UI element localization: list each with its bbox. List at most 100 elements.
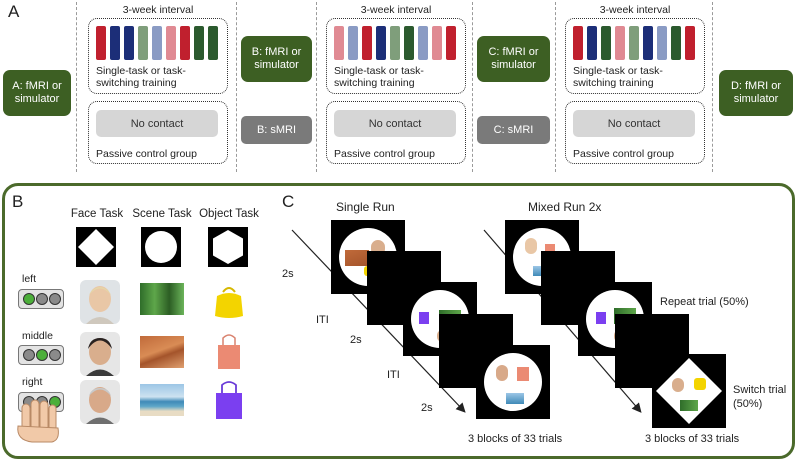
color-stripe: [601, 26, 611, 60]
training-group-box: Single-task or task-switching training: [326, 18, 466, 94]
button-dot: [49, 293, 61, 305]
control-group-box: No contact Passive control group: [326, 101, 466, 164]
interval-label: 3-week interval: [599, 4, 671, 16]
color-stripe: [152, 26, 162, 60]
mixed-run-title: Mixed Run 2x: [528, 200, 602, 214]
button-dot: [23, 293, 35, 305]
training-group-box: Single-task or task-switching training: [565, 18, 705, 94]
button-pad: [18, 345, 64, 365]
color-stripe: [390, 26, 400, 60]
session-d-box: D: fMRI or simulator: [719, 70, 793, 116]
color-stripe: [208, 26, 218, 60]
control-group-box: No contact Passive control group: [88, 101, 228, 164]
interval-label: 3-week interval: [360, 4, 432, 16]
session-a-box: A: fMRI or simulator: [3, 70, 71, 116]
training-label: Single-task or task-switching training: [573, 65, 663, 89]
color-stripe: [348, 26, 358, 60]
yellow-bag-icon: [215, 287, 243, 318]
color-stripe: [110, 26, 120, 60]
color-stripe: [376, 26, 386, 60]
purple-bag-icon: [216, 381, 242, 419]
color-stripe: [194, 26, 204, 60]
divider: [76, 2, 77, 172]
switch-trial-label: Switch trial (50%): [733, 384, 787, 410]
color-stripe: [334, 26, 344, 60]
response-label-right: right: [22, 376, 43, 388]
face-stimulus: [80, 280, 120, 324]
training-label: Single-task or task-switching training: [334, 65, 424, 89]
face-task-heading: Face Task: [70, 208, 124, 220]
color-stripe: [671, 26, 681, 60]
blocks-label: 3 blocks of 33 trials: [468, 433, 563, 445]
pink-bag-icon: [218, 334, 240, 369]
color-stripe: [180, 26, 190, 60]
button-dot: [23, 349, 35, 361]
color-stripe: [362, 26, 372, 60]
no-contact-box: No contact: [334, 110, 456, 137]
switch-trial-frame: [652, 354, 726, 428]
session-c-smri: C: sMRI: [477, 116, 550, 144]
divider: [236, 2, 237, 172]
scene-task-heading: Scene Task: [132, 208, 192, 220]
circle-icon: [141, 227, 181, 267]
trial-frame: [476, 345, 550, 419]
panel-c-letter: C: [282, 192, 295, 211]
color-stripe: [124, 26, 134, 60]
hexagon-icon: [208, 227, 248, 267]
color-stripe: [432, 26, 442, 60]
control-label: Passive control group: [573, 148, 674, 160]
timing-label: 2s: [282, 268, 294, 280]
panel-b-letter: B: [12, 192, 24, 211]
control-label: Passive control group: [96, 148, 197, 160]
interval-label: 3-week interval: [122, 4, 194, 16]
timing-label: 2s: [350, 334, 362, 346]
button-dot: [49, 349, 61, 361]
training-group-box: Single-task or task-switching training: [88, 18, 228, 94]
session-b-smri: B: sMRI: [241, 116, 312, 144]
no-contact-box: No contact: [573, 110, 695, 137]
button-pad: [18, 289, 64, 309]
timing-label: ITI: [387, 369, 400, 381]
face-stimulus: [80, 380, 120, 424]
color-stripe: [587, 26, 597, 60]
divider: [712, 2, 713, 172]
divider: [555, 2, 556, 172]
desert-scene: [140, 336, 184, 368]
no-contact-box: No contact: [96, 110, 218, 137]
timing-label: ITI: [316, 314, 329, 326]
face-stimulus: [80, 332, 120, 376]
divider: [472, 2, 473, 172]
color-stripe: [446, 26, 456, 60]
control-group-box: No contact Passive control group: [565, 101, 705, 164]
hand-icon: [17, 399, 59, 443]
session-b-box: B: fMRI or simulator: [241, 36, 312, 82]
color-stripe: [629, 26, 639, 60]
diamond-icon: [76, 227, 116, 267]
session-c-box: C: fMRI or simulator: [477, 36, 550, 82]
color-stripe: [657, 26, 667, 60]
color-stripe: [418, 26, 428, 60]
repeat-trial-label: Repeat trial (50%): [660, 296, 749, 308]
training-label: Single-task or task-switching training: [96, 65, 186, 89]
forest-scene: [140, 283, 184, 315]
divider: [316, 2, 317, 172]
color-stripe: [615, 26, 625, 60]
response-label-middle: middle: [22, 330, 53, 342]
color-stripe: [573, 26, 583, 60]
beach-scene: [140, 384, 184, 416]
color-stripe: [685, 26, 695, 60]
color-stripe: [643, 26, 653, 60]
color-stripe: [166, 26, 176, 60]
color-stripe: [138, 26, 148, 60]
color-stripe: [404, 26, 414, 60]
blocks-label: 3 blocks of 33 trials: [645, 433, 740, 445]
color-stripe: [96, 26, 106, 60]
single-run-title: Single Run: [336, 200, 395, 214]
object-task-heading: Object Task: [199, 208, 259, 220]
button-dot: [36, 293, 48, 305]
button-dot: [36, 349, 48, 361]
response-label-left: left: [22, 273, 37, 285]
control-label: Passive control group: [334, 148, 435, 160]
timing-label: 2s: [421, 402, 433, 414]
panel-a-letter: A: [8, 2, 20, 21]
